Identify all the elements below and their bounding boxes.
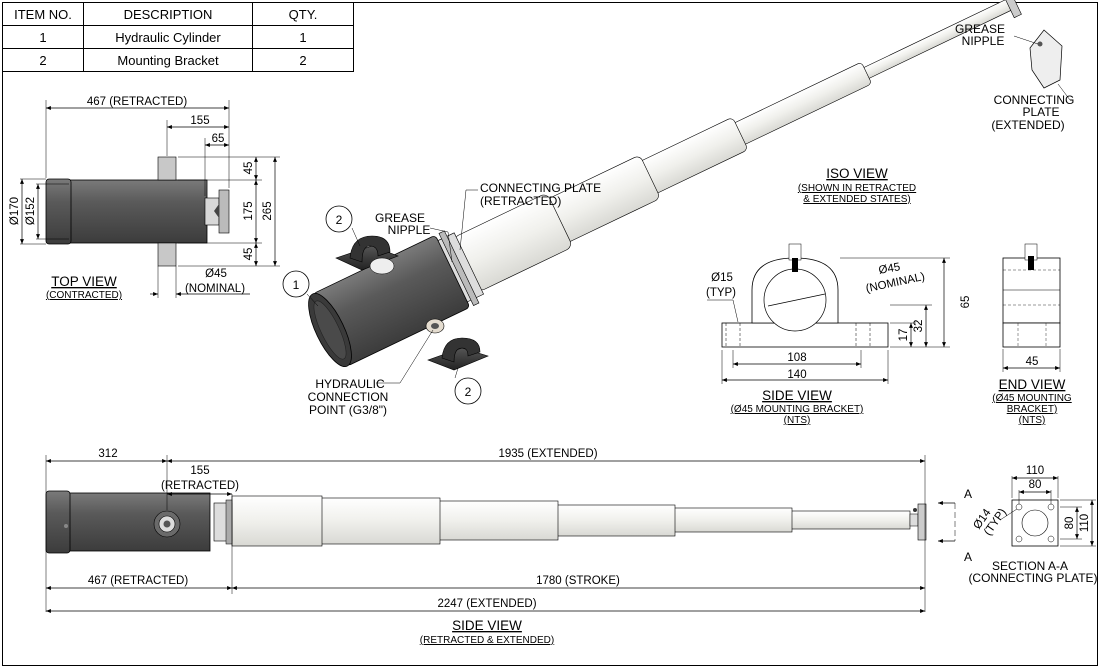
bracket-side-subtitle-2: (NTS) (784, 415, 811, 426)
bom-cell: 2 (2, 48, 84, 72)
side-dim-2247: 2247 (EXTENDED) (437, 598, 536, 610)
top-dim-dia-152: Ø152 (25, 197, 37, 225)
end-view-subtitle-1: (Ø45 MOUNTING (992, 393, 1072, 404)
iso-conn-ext-2: PLATE (1022, 105, 1059, 119)
balloon-label-1: 1 (293, 278, 300, 292)
bracket-dim-140: 140 (787, 369, 806, 381)
end-view-subtitle-2: BRACKET) (1007, 404, 1058, 415)
iso-cylinder-assembly (308, 0, 1022, 367)
section-a-a-view: 110 80 80 110 Ø14 (TYP) SECTION A-A (CON… (968, 465, 1097, 585)
iso-grease-1: GREASE (375, 211, 425, 225)
top-dim-175: 175 (243, 201, 255, 220)
side-view-subtitle: (RETRACTED & EXTENDED) (420, 635, 554, 646)
top-dim-dia-170: Ø170 (9, 197, 21, 225)
iso-connecting-plate-extended (1029, 29, 1063, 89)
side-dim-1935: 1935 (EXTENDED) (498, 448, 597, 460)
balloon-label-2-lower: 2 (465, 385, 472, 399)
iso-grease-top-1: GREASE (955, 22, 1005, 36)
side-dim-312: 312 (98, 448, 117, 460)
bracket-dim-65: 65 (960, 296, 972, 309)
table-row: 2 Mounting Bracket 2 (2, 48, 354, 72)
bracket-dim-dia-45: Ø45 (878, 261, 902, 277)
top-dim-467: 467 (RETRACTED) (87, 96, 187, 108)
top-dim-45-upper: 45 (243, 162, 255, 175)
section-title-2: (CONNECTING PLATE) (968, 571, 1097, 585)
iso-conn-ext-1: CONNECTING (994, 93, 1075, 107)
iso-grease-top-2: NIPPLE (962, 34, 1005, 48)
iso-view-title: ISO VIEW (826, 166, 888, 181)
side-dim-retracted: (RETRACTED) (161, 480, 239, 492)
end-view-subtitle-3: (NTS) (1019, 415, 1046, 426)
side-dim-1780: 1780 (STROKE) (536, 575, 620, 587)
bom-cell: 2 (252, 48, 354, 72)
balloon-label-2-upper: 2 (336, 213, 343, 227)
iso-grease-2: NIPPLE (388, 223, 431, 237)
iso-view: 1 2 2 GREASE NIPPLE CONNECTING PLATE (EX… (282, 0, 1075, 417)
iso-bracket-lower (427, 337, 489, 371)
iso-conn-ret-1: CONNECTING PLATE (480, 181, 601, 195)
cylinder-side-view: A A 312 1935 (EXTENDED) 155 (RETRACTED) … (45, 448, 972, 646)
bill-of-materials-table: ITEM NO. DESCRIPTION QTY. 1 Hydraulic Cy… (2, 2, 354, 72)
bom-header-qty: QTY. (252, 2, 354, 26)
side-dim-467: 467 (RETRACTED) (88, 575, 188, 587)
bracket-dim-108: 108 (787, 352, 806, 364)
iso-conn-ext-3: (EXTENDED) (991, 118, 1064, 132)
iso-hyd-3: POINT (G3/8") (309, 403, 387, 417)
iso-hyd-2: CONNECTION (308, 390, 389, 404)
section-marker-a-lower: A (964, 550, 972, 564)
bracket-dim-17: 17 (898, 329, 910, 342)
top-view: 467 (RETRACTED) 155 65 45 175 265 45 Ø17… (9, 96, 280, 301)
top-dim-265: 265 (262, 201, 274, 220)
bracket-side-title: SIDE VIEW (762, 388, 832, 403)
bracket-dim-32: 32 (913, 320, 925, 333)
end-dim-45: 45 (1026, 356, 1039, 368)
section-dim-80-h: 80 (1029, 479, 1042, 491)
balloon-item-2-upper (325, 205, 353, 233)
bracket-dim-typ: (TYP) (706, 287, 736, 299)
bracket-end-view: 45 END VIEW (Ø45 MOUNTING BRACKET) (NTS) (992, 243, 1072, 426)
top-dim-155: 155 (190, 115, 209, 127)
top-dim-dia-45: Ø45 (205, 268, 227, 280)
bom-cell: Mounting Bracket (83, 48, 253, 72)
section-dim-110-v: 110 (1079, 514, 1091, 532)
bom-header-row: ITEM NO. DESCRIPTION QTY. (2, 2, 354, 26)
side-view-title: SIDE VIEW (452, 618, 522, 633)
section-dim-110-h: 110 (1026, 465, 1044, 477)
section-marker-a-upper: A (964, 487, 972, 501)
bom-header-description: DESCRIPTION (83, 2, 253, 26)
top-dim-65: 65 (212, 133, 225, 145)
section-title-1: SECTION A-A (992, 559, 1068, 573)
bom-cell: 1 (252, 25, 354, 49)
end-view-title: END VIEW (999, 377, 1066, 392)
iso-hyd-1: HYDRAULIC (315, 377, 385, 391)
bracket-dim-dia-15: Ø15 (711, 272, 733, 284)
top-view-title: TOP VIEW (51, 274, 117, 289)
section-dim-80-v: 80 (1064, 517, 1076, 530)
table-row: 1 Hydraulic Cylinder 1 (2, 25, 354, 49)
bracket-dim-nominal: (NOMINAL) (865, 271, 926, 295)
iso-conn-ret-2: (RETRACTED) (480, 194, 561, 208)
top-dim-nominal: (NOMINAL) (185, 283, 245, 295)
balloon-item-2-lower (454, 377, 482, 405)
bracket-side-view: Ø15 (TYP) Ø45 (NOMINAL) 65 32 17 108 140… (706, 243, 972, 426)
iso-view-subtitle-1: (SHOWN IN RETRACTED (798, 183, 916, 194)
top-dim-45-lower: 45 (243, 248, 255, 261)
side-dim-155: 155 (190, 465, 209, 477)
bracket-side-subtitle-1: (Ø45 MOUNTING BRACKET) (731, 404, 864, 415)
balloon-item-1 (282, 270, 310, 298)
iso-bracket-upper (335, 235, 399, 275)
top-view-subtitle: (CONTRACTED) (46, 290, 122, 301)
iso-view-subtitle-2: & EXTENDED STATES) (803, 194, 910, 205)
